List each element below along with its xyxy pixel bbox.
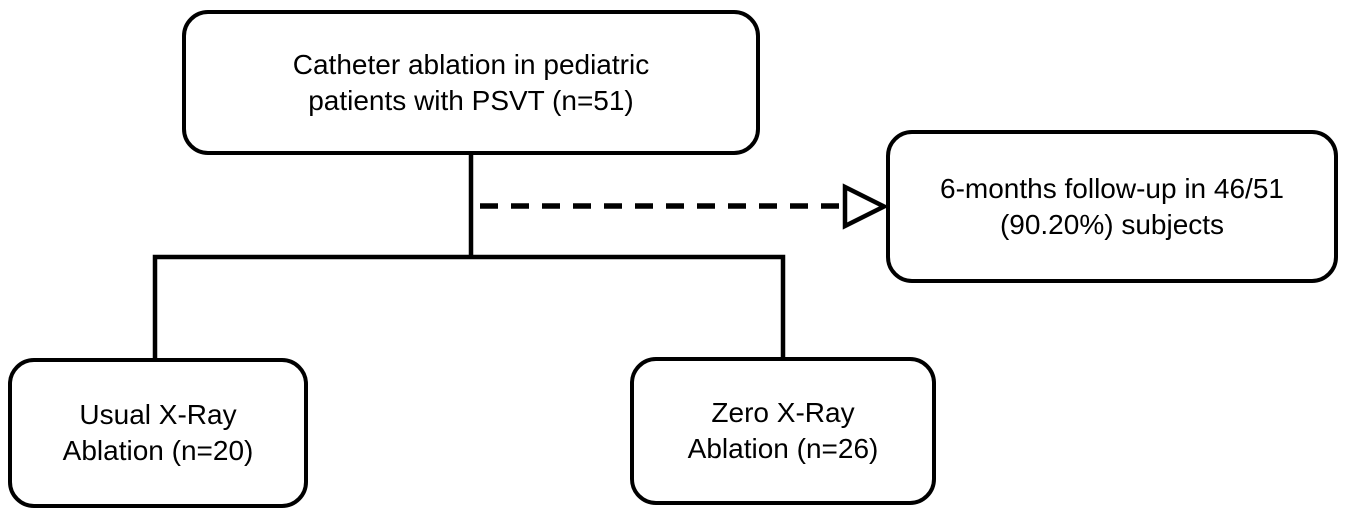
node-label-line: Usual X-Ray [79,399,237,430]
node-label-line: 6-months follow-up in 46/51 [940,172,1284,204]
node-zero-xray-ablation: Zero X-Ray Ablation (n=26) [630,357,936,505]
node-label-line: Ablation (n=26) [687,433,879,464]
arrowhead-icon [842,183,890,230]
node-enrollment: Catheter ablation in pediatric patients … [182,10,760,155]
node-usual-xray-ablation: Usual X-Ray Ablation (n=20) [8,358,308,508]
node-label-line: (90.20%) subjects [999,208,1225,240]
node-label-line: patients with PSVT (n=51) [308,84,634,116]
node-label-line: Catheter ablation in pediatric [292,48,650,80]
node-label-line: Zero X-Ray [711,397,855,428]
branch-bracket-line [152,254,786,359]
node-label-line: Ablation (n=20) [62,435,254,466]
node-followup: 6-months follow-up in 46/51 (90.20%) sub… [886,130,1338,283]
